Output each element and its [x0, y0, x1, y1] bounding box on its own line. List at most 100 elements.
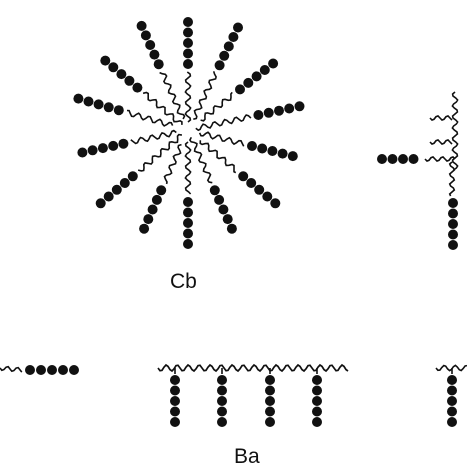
fragment-bead — [25, 365, 35, 375]
brush-bead — [265, 396, 275, 406]
star-arm-bead — [183, 59, 193, 69]
star-arm-bead — [183, 228, 193, 239]
comb-fragment-right — [377, 91, 459, 250]
star-arm-bead — [132, 82, 143, 93]
star-arm-chain — [184, 141, 192, 195]
star-arm-bead — [136, 20, 147, 31]
star-arm-bead — [214, 60, 225, 71]
star-arm-bead — [183, 27, 193, 38]
star-arm-bead — [183, 207, 193, 218]
brush-bead — [170, 385, 180, 396]
star-arm-chain — [163, 143, 182, 185]
star-arm-bead — [100, 55, 111, 66]
star-arm-bead — [183, 17, 193, 27]
star-arm-bead — [235, 84, 245, 95]
star-arm-chain — [198, 131, 245, 147]
star-arm-bead — [214, 194, 225, 205]
fragment-bead — [58, 365, 68, 375]
star-arm-chain — [188, 136, 213, 184]
fragment-bead — [447, 417, 457, 427]
brush-bead — [217, 375, 227, 385]
brush-bead — [265, 375, 275, 385]
star-arm-bead — [83, 96, 94, 107]
brush-bead — [265, 417, 275, 427]
star-arm-bead — [183, 38, 193, 48]
comb-bead — [398, 154, 408, 164]
star-arm-bead — [222, 214, 233, 225]
brush-bead — [170, 406, 180, 417]
comb-bead — [408, 154, 419, 164]
comb-bead — [387, 154, 398, 164]
star-arm-bead — [143, 214, 154, 225]
star-arm-bead — [183, 218, 193, 228]
star-arm-bead — [103, 191, 114, 202]
brush-bead — [312, 385, 322, 396]
star-arm-bead — [156, 185, 167, 196]
comb-side-chain — [429, 138, 453, 146]
star-arm-bead — [87, 145, 98, 156]
star-arm-bead — [226, 223, 237, 234]
star-arm-chain — [195, 114, 252, 132]
star-arm-bead — [209, 185, 220, 196]
star-arm-bead — [145, 40, 156, 50]
comb-side-chain — [424, 155, 456, 163]
star-arm-bead — [247, 141, 257, 151]
star-arm-bead — [294, 101, 305, 112]
star-arm-bead — [73, 93, 84, 104]
fragment-bead — [447, 385, 457, 396]
brush-bead — [217, 396, 227, 406]
star-arm-bead — [108, 140, 119, 151]
star-arm-bead — [274, 105, 284, 116]
star-arm-bead — [233, 22, 243, 33]
fragment-chain — [0, 365, 23, 373]
star-arm-bead — [253, 110, 264, 120]
fragment-bead — [69, 365, 79, 375]
brush-backbone — [157, 363, 349, 373]
star-arm-chain — [126, 109, 174, 127]
comb-bead — [448, 208, 458, 219]
star-arm-bead — [153, 59, 164, 70]
star-arm-bead — [93, 99, 104, 110]
star-arm-bead — [262, 191, 273, 202]
star-arm-bead — [139, 223, 150, 234]
brush-bead — [170, 396, 180, 406]
star-arm-chain — [137, 133, 183, 172]
comb-bead — [448, 219, 458, 229]
brush-bead — [170, 417, 180, 427]
star-arm-bead — [95, 198, 106, 209]
star-arm-bead — [223, 41, 234, 52]
star-arm-bead — [218, 204, 229, 215]
label-cb: Cb — [170, 270, 197, 293]
star-arm-bead — [183, 239, 193, 249]
comb-bead — [448, 198, 458, 208]
star-arm-bead — [183, 197, 193, 207]
fragment-bead — [447, 396, 457, 406]
star-arm-chain — [193, 71, 217, 120]
brush-bead — [312, 375, 322, 385]
star-arm-bead — [103, 102, 114, 113]
star-polymer-cb — [73, 17, 305, 249]
star-arm-bead — [284, 103, 295, 114]
star-arm-bead — [140, 30, 151, 41]
brush-bead — [170, 375, 180, 385]
star-arm-bead — [246, 178, 257, 188]
star-arm-bead — [270, 198, 281, 209]
star-arm-bead — [257, 143, 268, 154]
star-arm-bead — [147, 204, 158, 215]
fragment-bead — [47, 365, 57, 375]
star-arm-bead — [183, 48, 193, 59]
star-arm-bead — [151, 194, 162, 205]
brush-bead — [217, 385, 227, 396]
star-arm-chain — [159, 71, 186, 120]
star-arm-bead — [254, 184, 265, 195]
comb-side-chain — [429, 114, 453, 122]
star-arm-bead — [149, 49, 160, 60]
comb-bead — [377, 154, 387, 164]
star-arm-bead — [97, 143, 108, 154]
star-arm-bead — [251, 71, 262, 82]
star-arm-bead — [228, 32, 239, 42]
star-arm-bead — [268, 58, 279, 69]
brush-bead — [265, 406, 275, 417]
star-arm-chain — [199, 140, 237, 174]
